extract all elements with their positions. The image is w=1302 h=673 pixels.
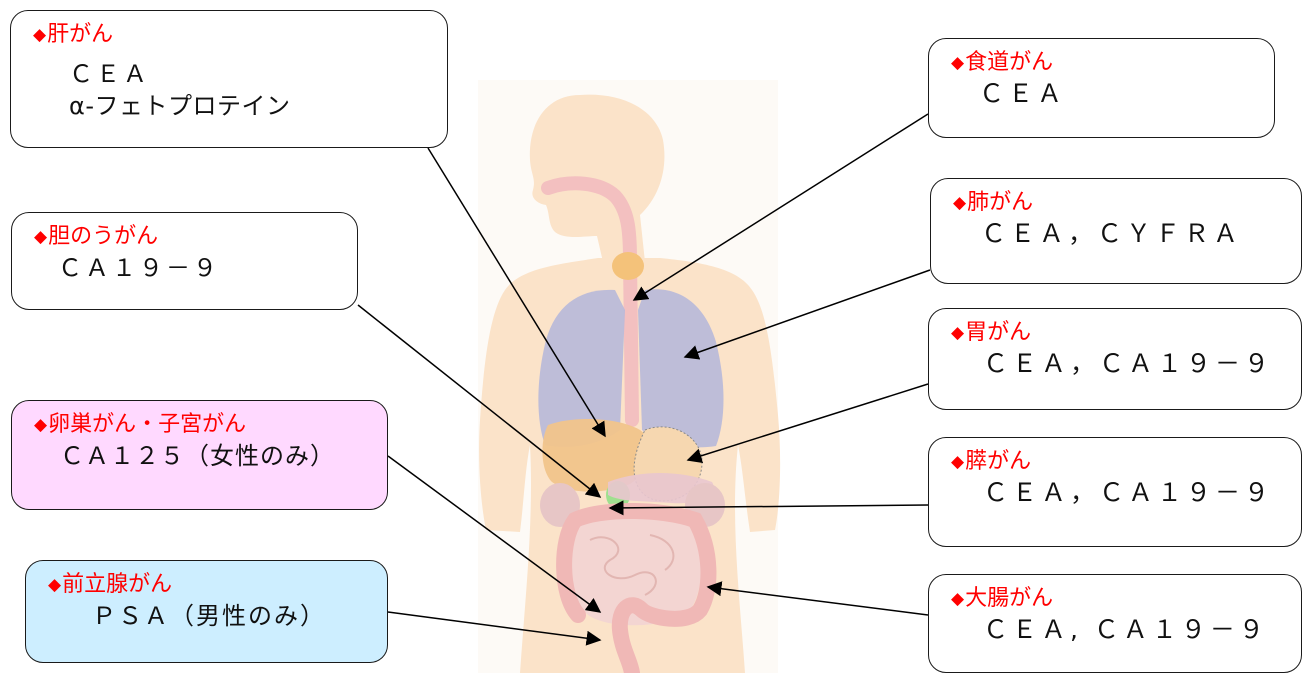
esophageal-cancer-label: 食道がん bbox=[965, 50, 1054, 75]
arrow-stomach bbox=[686, 383, 929, 464]
gallbladder-cancer-title: ◆胆のうがん bbox=[34, 223, 357, 251]
box-stomach-cancer: ◆胃がん ＣＥＡ，ＣＡ１９－９ bbox=[928, 308, 1302, 410]
diamond-icon: ◆ bbox=[33, 25, 47, 45]
diamond-icon: ◆ bbox=[951, 452, 965, 472]
ovary-uterus-cancer-title: ◆卵巣がん・子宮がん bbox=[34, 411, 387, 439]
ovary-uterus-marker-1: ＣＡ１２５（女性のみ） bbox=[60, 442, 335, 470]
diamond-icon: ◆ bbox=[48, 575, 62, 595]
colon-marker-1: ＣＥＡ, ＣＡ１９－９ bbox=[983, 615, 1268, 644]
colon-cancer-title: ◆大腸がん bbox=[951, 585, 1301, 613]
arrow-esophagus bbox=[632, 113, 929, 301]
box-ovary-uterus-cancer: ◆卵巣がん・子宮がん ＣＡ１２５（女性のみ） bbox=[11, 400, 388, 510]
box-liver-cancer: ◆肝がん ＣＥＡ α-フェトプロテイン bbox=[10, 10, 448, 148]
diamond-icon: ◆ bbox=[34, 415, 48, 435]
thyroid-shape bbox=[612, 252, 644, 280]
arrow-liver bbox=[427, 147, 606, 438]
arrow-lung bbox=[683, 269, 931, 360]
box-esophageal-cancer: ◆食道がん ＣＥＡ bbox=[928, 38, 1275, 138]
liver-marker-1: ＣＥＡ bbox=[69, 60, 150, 88]
stomach-marker-1: ＣＥＡ，ＣＡ１９－９ bbox=[983, 349, 1274, 378]
small-intestine-coils bbox=[589, 534, 675, 596]
pancreatic-marker-1: ＣＥＡ，ＣＡ１９－９ bbox=[983, 478, 1274, 507]
box-gallbladder-cancer: ◆胆のうがん ＣＡ１９－９ bbox=[11, 212, 358, 310]
left-lung-shape bbox=[538, 289, 625, 447]
prostate-marker-1: ＰＳＡ（男性のみ） bbox=[92, 602, 326, 630]
box-pancreatic-cancer: ◆膵がん ＣＥＡ，ＣＡ１９－９ bbox=[928, 437, 1302, 547]
prostate-cancer-title: ◆前立腺がん bbox=[48, 571, 387, 599]
arrow-ovary-uterus bbox=[387, 455, 602, 613]
ovary-uterus-cancer-label: 卵巣がん・子宮がん bbox=[48, 412, 247, 437]
pancreatic-cancer-title: ◆膵がん bbox=[951, 448, 1301, 476]
gallbladder-cancer-label: 胆のうがん bbox=[48, 224, 159, 249]
diamond-icon: ◆ bbox=[951, 323, 965, 343]
arrow-gallbladder bbox=[357, 304, 602, 498]
gallbladder-marker-1: ＣＡ１９－９ bbox=[58, 254, 220, 282]
esophageal-cancer-title: ◆食道がん bbox=[951, 49, 1274, 77]
diamond-icon: ◆ bbox=[951, 53, 965, 73]
pancreatic-cancer-label: 膵がん bbox=[965, 449, 1032, 474]
diamond-icon: ◆ bbox=[951, 589, 965, 609]
stomach-cancer-label: 胃がん bbox=[965, 320, 1032, 345]
liver-marker-2: α-フェトプロテイン bbox=[69, 92, 291, 120]
colon-cancer-label: 大腸がん bbox=[965, 586, 1054, 611]
liver-cancer-label: 肝がん bbox=[47, 22, 114, 47]
box-prostate-cancer: ◆前立腺がん ＰＳＡ（男性のみ） bbox=[25, 560, 388, 663]
right-lung-shape bbox=[638, 289, 724, 448]
arrow-colon bbox=[706, 581, 929, 616]
arrow-pancreas bbox=[608, 500, 929, 516]
stomach-cancer-title: ◆胃がん bbox=[951, 319, 1301, 347]
box-lung-cancer: ◆肺がん ＣＥＡ，ＣＹＦＲＡ bbox=[930, 178, 1302, 284]
box-colon-cancer: ◆大腸がん ＣＥＡ, ＣＡ１９－９ bbox=[928, 574, 1302, 673]
lung-cancer-title: ◆肺がん bbox=[953, 189, 1301, 217]
diamond-icon: ◆ bbox=[953, 193, 967, 213]
diamond-icon: ◆ bbox=[34, 227, 48, 247]
esophagus-shape bbox=[541, 176, 639, 427]
lung-cancer-label: 肺がん bbox=[967, 190, 1034, 215]
prostate-cancer-label: 前立腺がん bbox=[62, 572, 173, 597]
arrow-prostate bbox=[387, 611, 602, 646]
esophageal-marker-1: ＣＥＡ bbox=[979, 79, 1067, 108]
liver-cancer-title: ◆肝がん bbox=[33, 21, 447, 49]
lung-marker-1: ＣＥＡ，ＣＹＦＲＡ bbox=[981, 219, 1243, 248]
